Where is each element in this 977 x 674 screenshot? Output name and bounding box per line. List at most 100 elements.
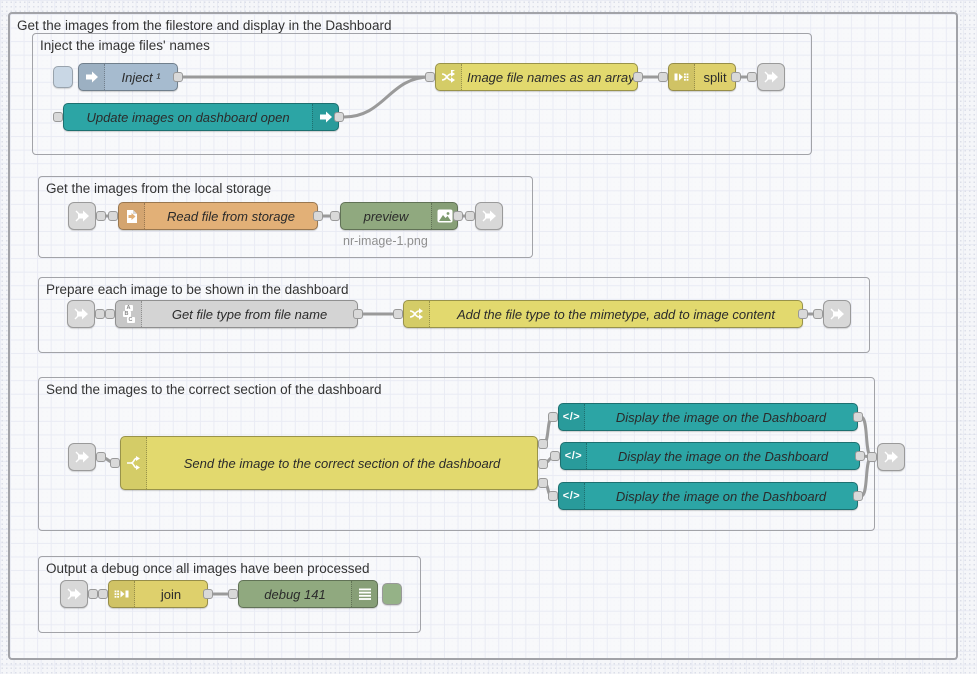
code-icon: </> xyxy=(559,404,585,430)
node-display-3[interactable]: </> Display the image on the Dashboard xyxy=(558,482,858,510)
port-link-in-4-out[interactable] xyxy=(96,452,106,462)
debug-lines-icon xyxy=(351,581,377,607)
node-file-in-label: Read file from storage xyxy=(167,208,295,224)
node-file-in[interactable]: Read file from storage xyxy=(118,202,318,230)
node-preview-label: preview xyxy=(363,208,409,224)
node-link-in-5[interactable] xyxy=(60,580,88,608)
node-display-1[interactable]: </> Display the image on the Dashboard xyxy=(558,403,858,431)
group-local-storage-title: Get the images from the local storage xyxy=(46,181,272,196)
group-inject-names[interactable]: Inject the image files' names xyxy=(32,33,812,155)
arrow-right-icon xyxy=(312,104,338,130)
port-display-3-out[interactable] xyxy=(853,491,863,501)
shuffle-icon xyxy=(404,301,430,327)
port-switch-out-2[interactable] xyxy=(538,459,548,469)
port-link-in-2-out[interactable] xyxy=(96,211,106,221)
group-outer-title: Get the images from the filestore and di… xyxy=(17,18,392,33)
link-in-icon xyxy=(67,588,81,600)
port-function-array-out[interactable] xyxy=(633,72,643,82)
node-debug[interactable]: debug 141 xyxy=(238,580,378,608)
node-link-out-1[interactable] xyxy=(757,63,785,91)
node-switch[interactable]: Send the image to the correct section of… xyxy=(120,436,538,490)
port-debug-in[interactable] xyxy=(228,589,238,599)
port-display-1-out[interactable] xyxy=(853,412,863,422)
link-out-icon xyxy=(482,210,496,222)
port-display-3-in[interactable] xyxy=(548,491,558,501)
join-icon xyxy=(109,581,135,607)
port-file-in-out[interactable] xyxy=(313,211,323,221)
preview-status: nr-image-1.png xyxy=(343,234,428,248)
port-switch-in[interactable] xyxy=(110,458,120,468)
link-out-icon xyxy=(884,451,898,463)
port-display-2-in[interactable] xyxy=(550,451,560,461)
inject-arrow-icon xyxy=(79,64,105,90)
node-preview[interactable]: preview xyxy=(340,202,458,230)
link-in-icon xyxy=(74,308,88,320)
abc-icon: A B C xyxy=(116,301,142,327)
node-filetype-label: Get file type from file name xyxy=(171,306,328,322)
node-inject-label: Inject ¹ xyxy=(121,69,161,85)
node-display-3-label: Display the image on the Dashboard xyxy=(615,488,827,504)
port-ui-event-out[interactable] xyxy=(334,112,344,122)
port-display-1-in[interactable] xyxy=(548,412,558,422)
port-link-out-1-in[interactable] xyxy=(747,72,757,82)
split-icon xyxy=(669,64,695,90)
group-inject-names-title: Inject the image files' names xyxy=(40,38,210,53)
link-in-icon xyxy=(75,210,89,222)
port-join-in[interactable] xyxy=(98,589,108,599)
node-switch-label: Send the image to the correct section of… xyxy=(183,455,501,471)
node-split[interactable]: split xyxy=(668,63,736,91)
debug-toggle-button[interactable] xyxy=(382,583,402,605)
group-prepare-image[interactable]: Prepare each image to be shown in the da… xyxy=(38,277,870,353)
node-display-2-label: Display the image on the Dashboard xyxy=(617,448,829,464)
group-output-debug-title: Output a debug once all images have been… xyxy=(46,561,370,576)
port-join-out[interactable] xyxy=(203,589,213,599)
port-split-in[interactable] xyxy=(658,72,668,82)
shuffle-icon xyxy=(436,64,462,90)
node-change[interactable]: Add the file type to the mimetype, add t… xyxy=(403,300,803,328)
code-icon: </> xyxy=(561,443,587,469)
port-change-in[interactable] xyxy=(393,309,403,319)
node-link-in-4[interactable] xyxy=(68,443,96,471)
node-function-array[interactable]: Image file names as an array xyxy=(435,63,638,91)
group-output-debug[interactable]: Output a debug once all images have been… xyxy=(38,556,421,633)
link-in-icon xyxy=(75,451,89,463)
node-display-2[interactable]: </> Display the image on the Dashboard xyxy=(560,442,860,470)
port-switch-out-3[interactable] xyxy=(538,478,548,488)
port-ui-event-in[interactable] xyxy=(53,112,63,122)
node-change-label: Add the file type to the mimetype, add t… xyxy=(457,306,775,322)
port-file-in-in[interactable] xyxy=(108,211,118,221)
node-link-in-2[interactable] xyxy=(68,202,96,230)
port-display-2-out[interactable] xyxy=(855,451,865,461)
node-link-out-3[interactable] xyxy=(823,300,851,328)
port-change-out[interactable] xyxy=(798,309,808,319)
image-icon xyxy=(431,203,457,229)
port-filetype-out[interactable] xyxy=(353,309,363,319)
port-preview-in[interactable] xyxy=(330,211,340,221)
node-join[interactable]: join xyxy=(108,580,208,608)
port-link-out-2-in[interactable] xyxy=(465,211,475,221)
node-link-in-3[interactable] xyxy=(67,300,95,328)
node-link-out-2[interactable] xyxy=(475,202,503,230)
node-link-out-4[interactable] xyxy=(877,443,905,471)
node-ui-event[interactable]: Update images on dashboard open xyxy=(63,103,339,131)
file-in-icon xyxy=(119,203,145,229)
node-join-label: join xyxy=(160,586,182,602)
group-local-storage[interactable]: Get the images from the local storage xyxy=(38,176,533,258)
inject-trigger-button[interactable] xyxy=(53,66,73,88)
link-out-icon xyxy=(830,308,844,320)
port-filetype-in[interactable] xyxy=(105,309,115,319)
port-split-out[interactable] xyxy=(731,72,741,82)
port-link-in-3-out[interactable] xyxy=(95,309,105,319)
port-function-array-in[interactable] xyxy=(425,72,435,82)
port-preview-out[interactable] xyxy=(453,211,463,221)
port-switch-out-1[interactable] xyxy=(538,439,548,449)
code-icon: </> xyxy=(559,483,585,509)
node-inject[interactable]: Inject ¹ xyxy=(78,63,178,91)
port-link-out-4-in[interactable] xyxy=(867,452,877,462)
node-split-label: split xyxy=(703,69,727,85)
port-link-in-5-out[interactable] xyxy=(88,589,98,599)
port-inject-out[interactable] xyxy=(173,72,183,82)
port-link-out-3-in[interactable] xyxy=(813,309,823,319)
node-filetype[interactable]: A B C Get file type from file name xyxy=(115,300,358,328)
